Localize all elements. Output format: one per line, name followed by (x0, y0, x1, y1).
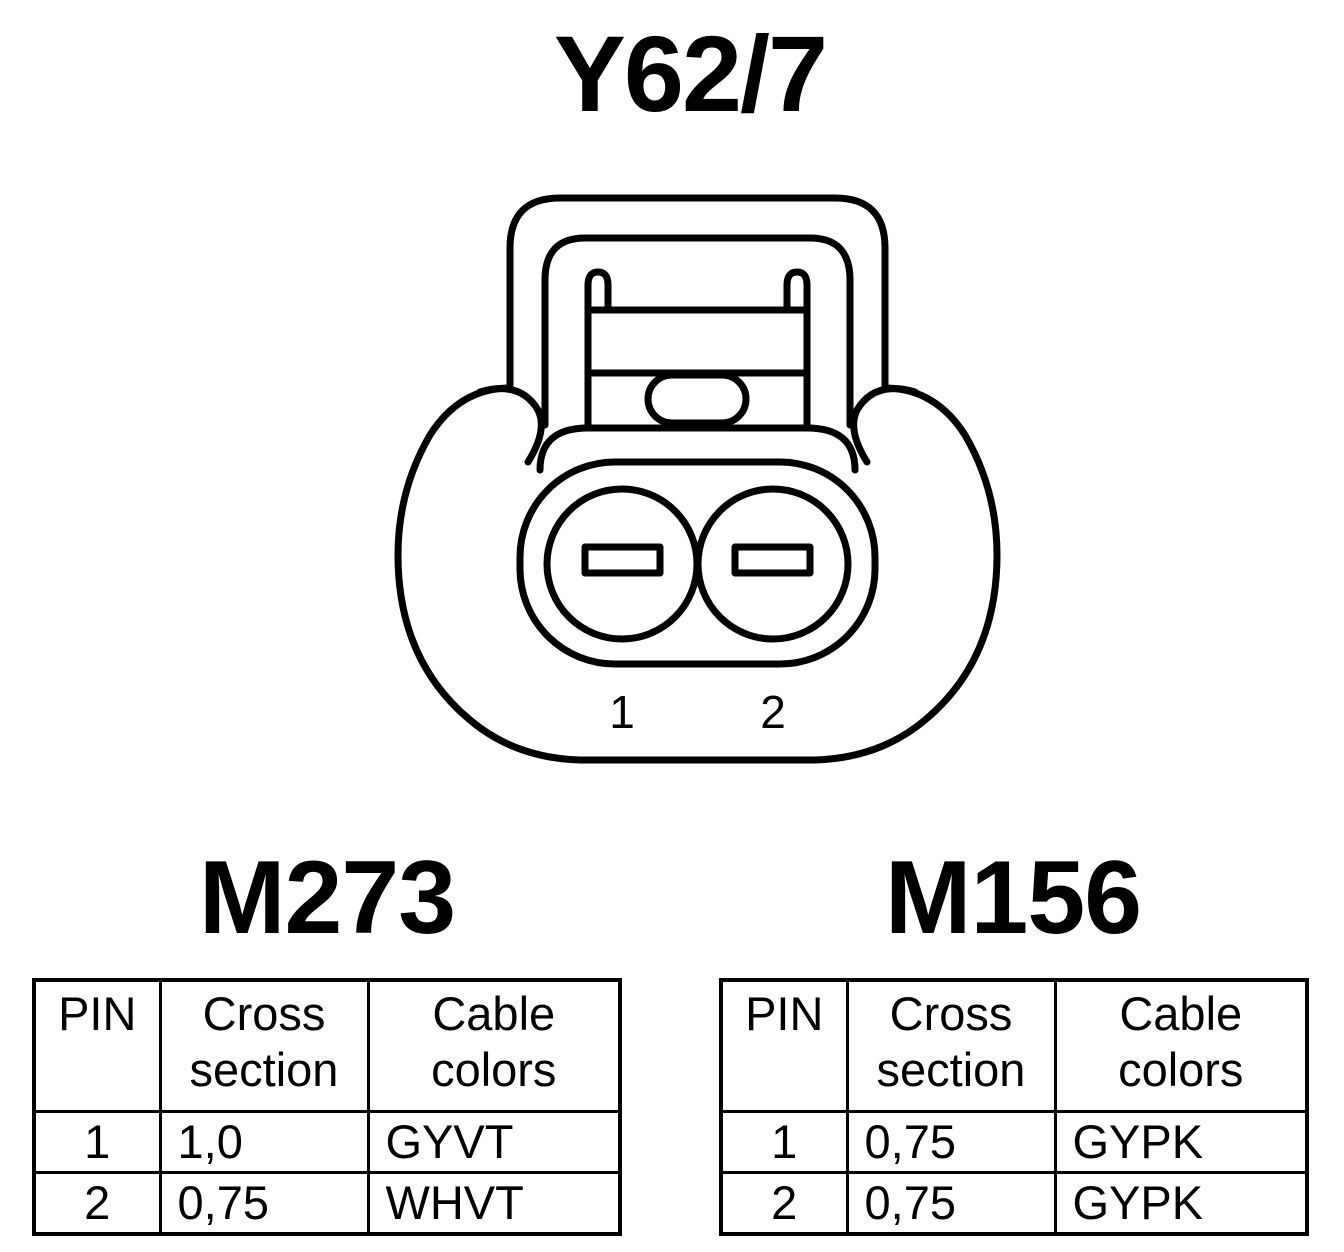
latch-frame-inner (541, 234, 854, 429)
cell-cable-color: WHVT (366, 1171, 622, 1236)
header-cross-line1: Cross (202, 987, 326, 1040)
connector-face-outline (536, 424, 859, 474)
table-header-row: PIN Cross section Cable colors (32, 978, 622, 1113)
pin-socket-1 (543, 485, 701, 643)
cell-cross-section: 1,0 (158, 1110, 370, 1174)
header-cross-section: Cross section (845, 978, 1057, 1113)
header-cross-line2: section (189, 1043, 339, 1097)
pin-label-1: 1 (609, 686, 635, 738)
cell-cross-section: 0,75 (845, 1171, 1057, 1236)
table-row: 2 0,75 GYPK (719, 1171, 1309, 1236)
table-header-row: PIN Cross section Cable colors (719, 978, 1309, 1113)
pin-terminal-2 (731, 543, 814, 577)
pin-table-m273: PIN Cross section Cable colors 1 1,0 GYV… (32, 978, 622, 1236)
header-pin: PIN (32, 978, 162, 1113)
cell-cross-section: 0,75 (158, 1171, 370, 1236)
component-title: Y62/7 (553, 13, 828, 134)
connector-diagram: 1 2 (394, 194, 1001, 764)
pin-socket-2 (694, 485, 852, 643)
cell-cable-color: GYPK (1053, 1171, 1309, 1236)
header-cross-line2: section (876, 1043, 1026, 1097)
latch-frame-outer (506, 194, 889, 392)
header-cable-line2: colors (431, 1043, 557, 1097)
header-cross-section: Cross section (158, 978, 370, 1113)
cell-cable-color: GYPK (1053, 1110, 1309, 1174)
header-cross-line1: Cross (889, 987, 1013, 1040)
latch-release-oval (644, 371, 750, 427)
table-row: 1 0,75 GYPK (719, 1110, 1309, 1174)
latch-post-left (584, 268, 612, 429)
table-row: 1 1,0 GYVT (32, 1110, 622, 1174)
shoulder-left (476, 385, 545, 466)
pin-cavity-enclosure (516, 458, 879, 668)
header-cable-line1: Cable (1119, 987, 1243, 1040)
table-row: 2 0,75 WHVT (32, 1171, 622, 1236)
cell-cross-section: 0,75 (845, 1110, 1057, 1174)
cell-pin: 2 (719, 1171, 849, 1236)
variant-title-m273: M273 (198, 840, 456, 956)
header-cable-line1: Cable (432, 987, 556, 1040)
pin-label-2: 2 (760, 686, 786, 738)
cell-pin: 1 (719, 1110, 849, 1174)
connector-housing-outline (394, 384, 1001, 764)
header-pin: PIN (719, 978, 849, 1113)
header-cable-colors: Cable colors (1053, 978, 1309, 1113)
cell-cable-color: GYVT (366, 1110, 622, 1174)
shoulder-right (850, 385, 919, 466)
pin-terminal-1 (581, 543, 664, 577)
latch-post-right (783, 268, 811, 429)
pin-table-m156: PIN Cross section Cable colors 1 0,75 GY… (719, 978, 1309, 1236)
cell-pin: 1 (32, 1110, 162, 1174)
header-cable-colors: Cable colors (366, 978, 622, 1113)
cell-pin: 2 (32, 1171, 162, 1236)
header-cable-line2: colors (1118, 1043, 1244, 1097)
variant-title-m156: M156 (884, 840, 1142, 956)
